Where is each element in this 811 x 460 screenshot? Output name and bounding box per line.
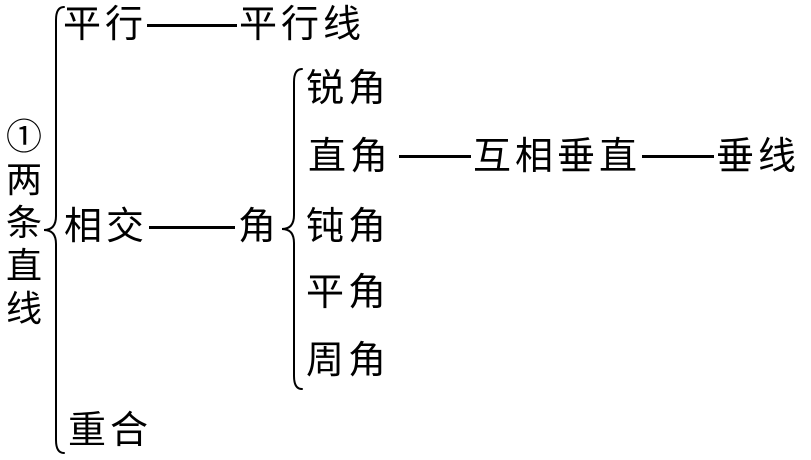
angle-left-brace [281, 68, 303, 390]
perpendicular-node: 互相垂直 [473, 136, 642, 178]
main-left-brace [43, 6, 65, 454]
connector-line [147, 24, 237, 27]
connector-line [642, 155, 714, 158]
root-node: ①两条直线 [5, 117, 42, 329]
intersect-node: 相交 [64, 206, 149, 248]
connector-line [149, 226, 235, 229]
perpendicular-line-node: 垂线 [716, 136, 801, 178]
acute-angle-node: 锐角 [306, 68, 391, 110]
full-angle-node: 周角 [306, 340, 391, 382]
right-angle-node: 直角 [308, 136, 393, 178]
parallel-node: 平行 [63, 4, 148, 46]
obtuse-angle-node: 钝角 [306, 206, 391, 248]
angle-node: 角 [238, 206, 281, 248]
straight-angle-node: 平角 [306, 272, 391, 314]
coincide-node: 重合 [68, 410, 153, 452]
parallel-lines-node: 平行线 [239, 4, 366, 46]
connector-line [399, 155, 471, 158]
